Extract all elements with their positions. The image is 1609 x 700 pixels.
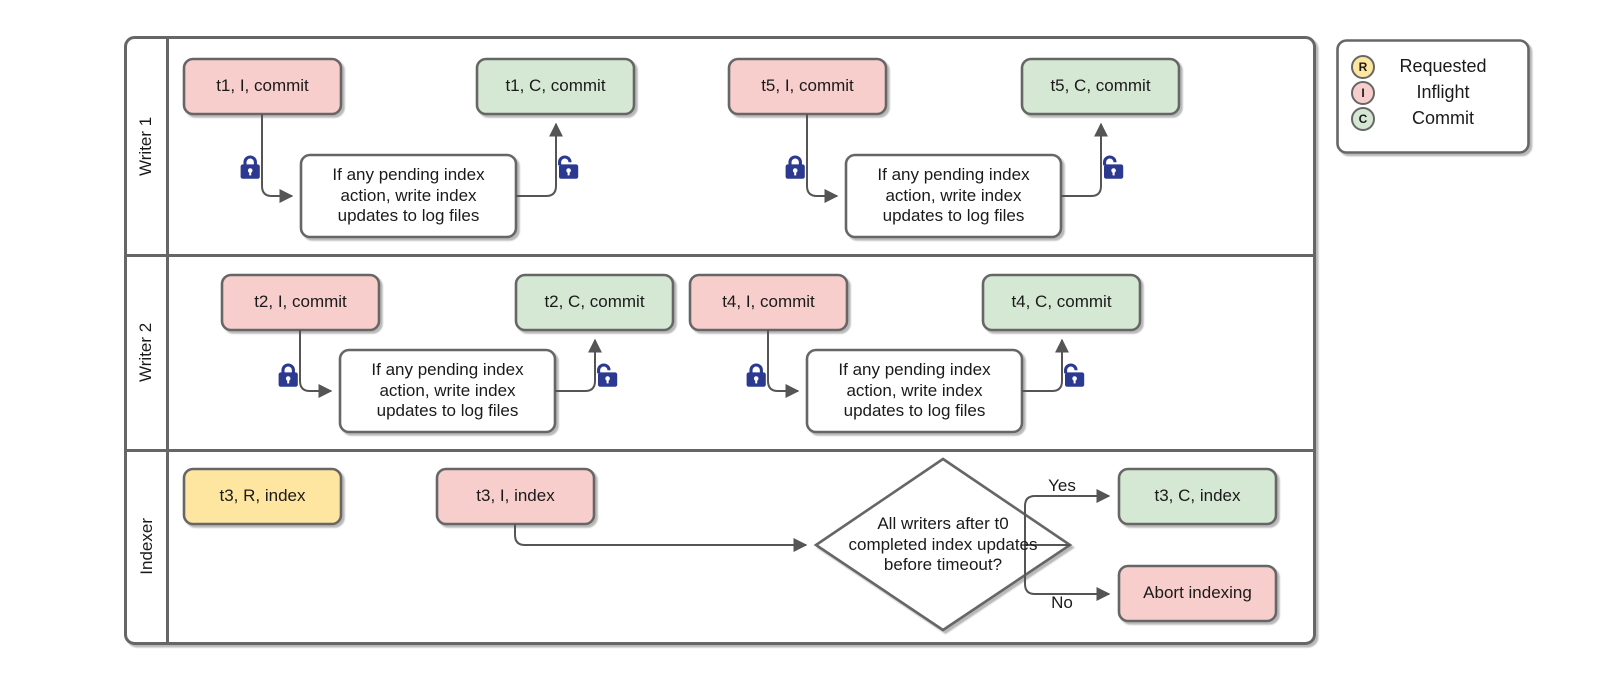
legend-box <box>1336 39 1530 154</box>
node-t2-commit <box>514 273 675 332</box>
process-w2-b <box>805 348 1024 434</box>
node-t1-commit <box>475 57 636 116</box>
writer1-lane-shapes <box>182 57 1181 239</box>
node-abort-indexing <box>1117 564 1278 623</box>
legend-badge-inflight <box>1351 81 1375 105</box>
node-t4-commit <box>981 273 1142 332</box>
lock-closed-icon <box>240 155 260 179</box>
lock-closed-icon <box>746 363 766 387</box>
node-t4-inflight <box>688 273 849 332</box>
lock-open-icon <box>1103 155 1124 179</box>
process-w1-b <box>844 153 1063 239</box>
lock-open-icon <box>597 363 618 387</box>
node-t5-commit <box>1020 57 1181 116</box>
writer2-lane-shapes <box>220 273 1142 434</box>
node-t2-inflight <box>220 273 381 332</box>
node-t1-inflight <box>182 57 343 116</box>
lock-closed-icon <box>785 155 805 179</box>
node-t3-commit <box>1117 467 1278 526</box>
node-t5-inflight <box>727 57 888 116</box>
lock-closed-icon <box>278 363 298 387</box>
lock-open-icon <box>558 155 579 179</box>
legend-badge-commit <box>1351 107 1375 131</box>
process-w1-a <box>299 153 518 239</box>
process-w2-a <box>338 348 557 434</box>
legend-badge-requested <box>1351 55 1375 79</box>
pool-frame <box>124 36 1316 645</box>
lock-open-icon <box>1064 363 1085 387</box>
node-t3-inflight <box>435 467 596 526</box>
indexer-lane-shapes <box>182 457 1278 632</box>
node-t3-requested <box>182 467 343 526</box>
